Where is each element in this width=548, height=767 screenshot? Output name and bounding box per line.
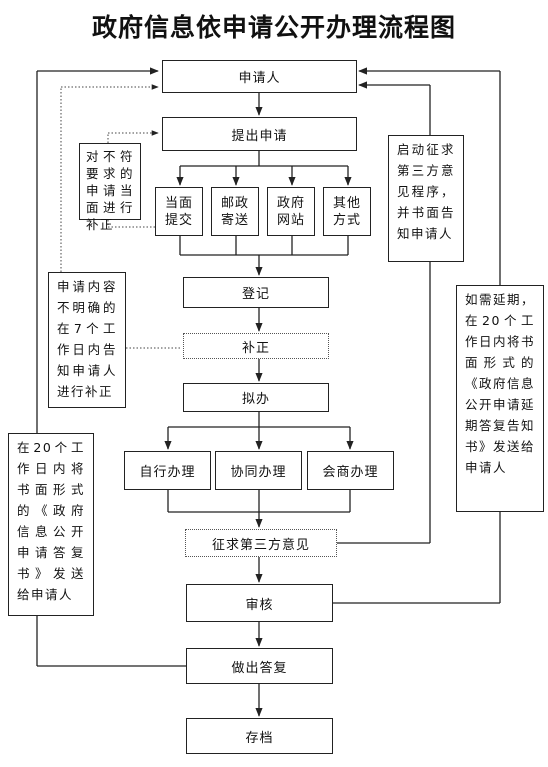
handle-cooperative: 协同办理 [215,451,302,490]
method-other: 其他 方式 [323,187,371,236]
step-reply: 做出答复 [186,648,333,684]
note-third-party-notice: 启动征求第三方意见程序，并书面告知申请人 [388,135,464,262]
step-draft: 拟办 [183,383,329,412]
method-in-person-line2: 提交 [164,212,193,228]
note-extension: 如需延期，在20个工作日内将书面形式的《政府信息公开申请延期答复告知书》发送给申… [456,285,544,512]
step-register: 登记 [183,277,329,308]
method-other-line1: 其他 [332,195,361,211]
step-supplement: 补正 [183,333,329,359]
step-submit-application: 提出申请 [162,117,357,151]
method-post: 邮政 寄送 [211,187,259,236]
method-website-line2: 网站 [276,212,305,228]
handle-consultation: 会商办理 [307,451,394,490]
step-third-party-opinion: 征求第三方意见 [185,529,337,557]
method-other-line2: 方式 [332,212,361,228]
method-post-line2: 寄送 [220,212,249,228]
method-in-person: 当面 提交 [155,187,203,236]
page-title: 政府信息依申请公开办理流程图 [91,13,456,42]
handle-self: 自行办理 [124,451,211,490]
note-unclear-content: 申请内容不明确的在7个工作日内告知申请人进行补正 [48,272,126,408]
method-website-line1: 政府 [276,195,305,211]
method-in-person-line1: 当面 [164,195,193,211]
step-review: 审核 [186,584,333,622]
method-post-line1: 邮政 [220,195,249,211]
step-archive: 存档 [186,718,333,754]
step-applicant: 申请人 [162,60,357,93]
note-reply-notice: 在20个工作日内将书面形式的《政府信息公开申请答复书》发送给申请人 [8,433,94,616]
method-website: 政府 网站 [267,187,315,236]
note-nonconforming: 对不符要求的申请当面进行补正 [79,143,141,232]
